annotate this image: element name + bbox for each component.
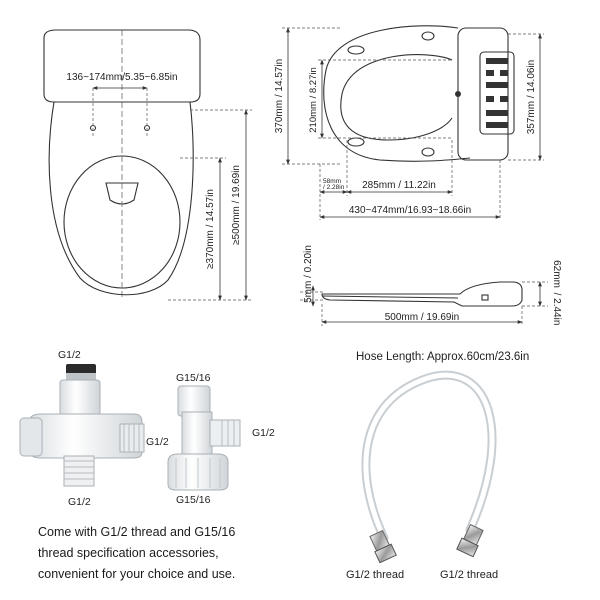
dim-small-label-b: / 2.28in [323,184,345,191]
seat-inner-outline [340,54,453,141]
tee-valve-label-right: G1/2 [146,436,169,448]
dim-hole-spacing-label: 136~174mm/5.35~6.85in [66,72,177,83]
tee-valve-neck [59,379,101,417]
seat-bumper-left-bottom [347,137,365,147]
tee-valve-label-top: G1/2 [58,349,81,361]
dim-thickness-label: 5mm / 0.20in [303,245,314,303]
dim-inner-width-label: 285mm / 11.22in [362,180,436,191]
dim-length-outer-label: ≥500mm / 19.69in [231,165,242,245]
tee-valve-label-bottom: G1/2 [68,496,91,508]
accessories-caption: Come with G1/2 thread and G15/16 thread … [38,522,298,585]
toilet-tank-outline [43,29,201,103]
hose-fitting-right [456,523,484,558]
toilet-bowl-outline [48,101,194,296]
seat-outer-outline [323,25,471,162]
caption-line-3: convenient for your choice and use. [38,567,236,581]
caption-line-2: thread specification accessories, [38,546,219,560]
seat-side-outline [321,281,523,307]
caption-line-1: Come with G1/2 thread and G15/16 [38,525,236,539]
dim-seat-height-label: 370mm / 14.57in [274,59,285,134]
seat-control-details [455,58,508,128]
hose-drawing [361,370,497,564]
seat-bumper-top [421,31,435,41]
adapter-label-top: G15/16 [176,372,211,384]
seat-top-dimensions [282,27,544,220]
seat-control-body [457,27,509,161]
toilet-drain-outline [105,182,139,205]
dim-small-label-a: 58mm [323,178,341,185]
adapter-body [181,411,213,457]
dim-total-width-label: 430~474mm/16.93~18.66in [349,205,471,216]
tee-valve-left-cap [19,417,43,457]
seat-bumper-left-top [347,45,365,55]
seat-top-drawing [323,25,515,162]
hose-fitting-left [369,529,397,564]
dim-length-inner-label: ≥370mm / 14.57in [205,189,216,269]
hose-label-right: G1/2 thread [440,569,498,581]
adapter-fitting [167,385,241,491]
hose-tube [361,370,497,543]
dim-side-height-label-a: 62mm [551,260,562,288]
dim-seat-inner-height-label: 210mm / 8.27in [308,67,319,132]
dim-side-length-label: 500mm / 19.69in [385,312,460,323]
hose-length-title: Hose Length: Approx.60cm/23.6in [356,351,529,363]
seat-control-panel [479,51,515,135]
adapter-label-right: G1/2 [252,427,275,439]
seat-side-drawing [321,281,523,307]
dim-seat-right-height-label: 357mm / 14.06in [526,60,537,135]
adapter-side-arm [209,419,241,447]
seat-bumper-bottom [421,147,435,157]
adapter-label-bottom: G15/16 [176,494,211,506]
seat-side-button [481,294,489,301]
toilet-front-dimensions [92,30,252,301]
dim-side-height-label-b: / 2.44in [551,293,562,326]
hose-label-left: G1/2 thread [346,569,404,581]
tee-valve [19,364,145,487]
